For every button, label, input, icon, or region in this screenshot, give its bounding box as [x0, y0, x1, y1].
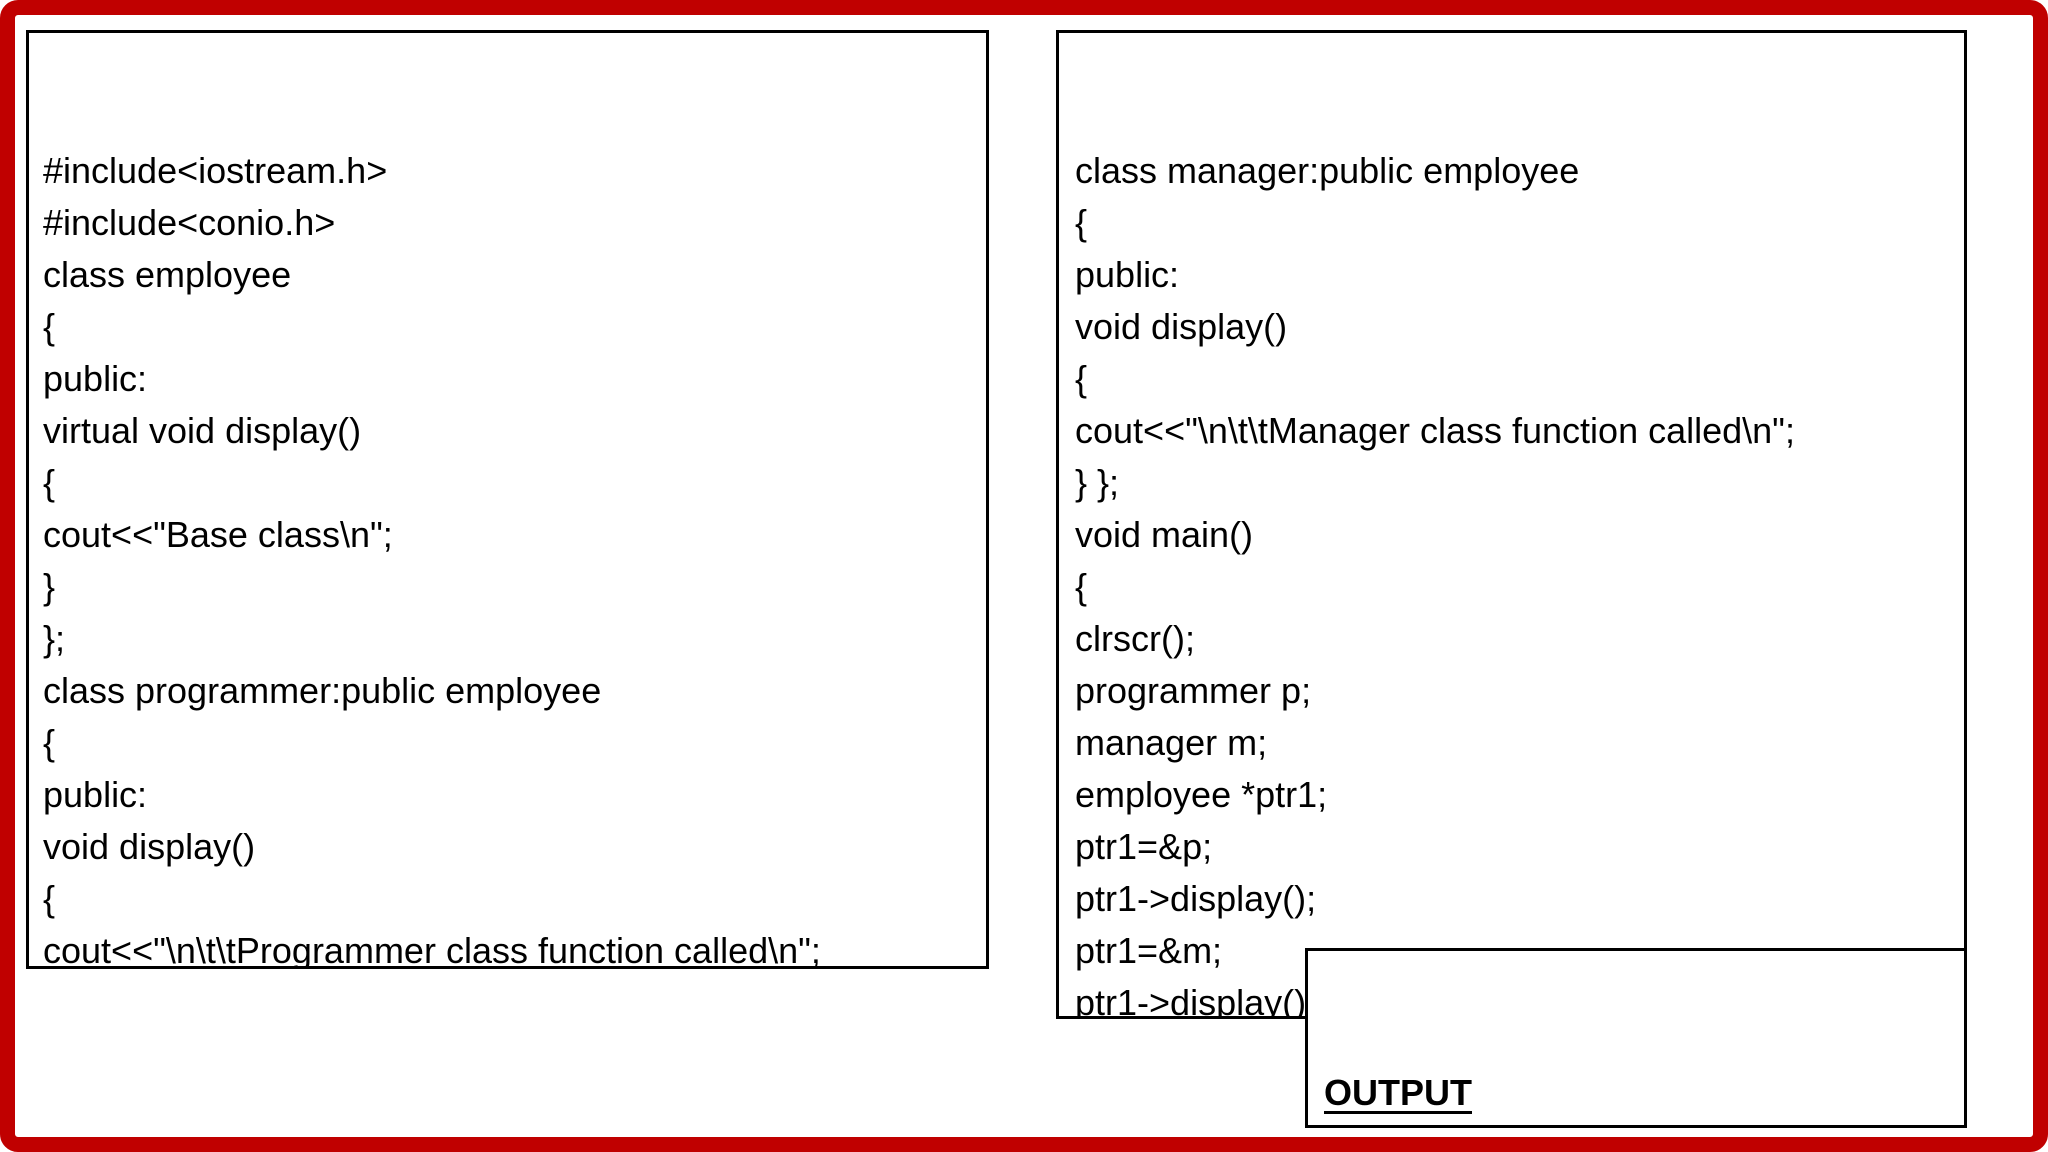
code-line: class employee [43, 254, 292, 295]
code-line: void display() [1075, 306, 1288, 347]
code-line: public: [43, 774, 148, 815]
code-line: cout<<"\n\t\tManager class function call… [1075, 410, 1795, 451]
code-line: { [1075, 202, 1088, 243]
code-line: }; [43, 618, 66, 659]
code-line: { [1075, 566, 1088, 607]
code-line: cout<<"Base class\n"; [43, 514, 393, 555]
code-line: ptr1->display(); [1075, 982, 1317, 1019]
code-line: { [43, 878, 56, 919]
code-line: manager m; [1075, 722, 1268, 763]
code-line: public: [1075, 254, 1180, 295]
code-line: ptr1->display(); [1075, 878, 1317, 919]
code-line: { [43, 306, 56, 347]
output-box: OUTPUT Programmer class function calledM… [1305, 948, 1967, 1128]
code-line: { [1075, 358, 1088, 399]
code-line: class manager:public employee [1075, 150, 1580, 191]
code-line: void main() [1075, 514, 1254, 555]
code-line: } [43, 566, 56, 607]
code-line: employee *ptr1; [1075, 774, 1328, 815]
output-title: OUTPUT [1324, 1072, 1472, 1113]
code-line: #include<conio.h> [43, 202, 336, 243]
code-line: clrscr(); [1075, 618, 1195, 659]
code-line: public: [43, 358, 148, 399]
code-line: { [43, 462, 56, 503]
code-line: void display() [43, 826, 256, 867]
right-code-box: class manager:public employee { public: voi… [1056, 30, 1967, 1019]
code-line: ptr1=&p; [1075, 826, 1213, 867]
code-line: programmer p; [1075, 670, 1312, 711]
left-code-box: #include<iostream.h> #include<conio.h> cla… [26, 30, 989, 969]
code-line: #include<iostream.h> [43, 150, 388, 191]
code-line: cout<<"\n\t\tProgrammer class function c… [43, 930, 821, 969]
right-code-lines: class manager:public employee { public: voi… [1075, 145, 1958, 1019]
code-line: virtual void display() [43, 410, 362, 451]
code-line: class programmer:public employee [43, 670, 602, 711]
code-line: ptr1=&m; [1075, 930, 1223, 971]
code-line: { [43, 722, 56, 763]
left-code-lines: #include<iostream.h> #include<conio.h> cla… [43, 145, 980, 969]
code-line: } }; [1075, 462, 1120, 503]
